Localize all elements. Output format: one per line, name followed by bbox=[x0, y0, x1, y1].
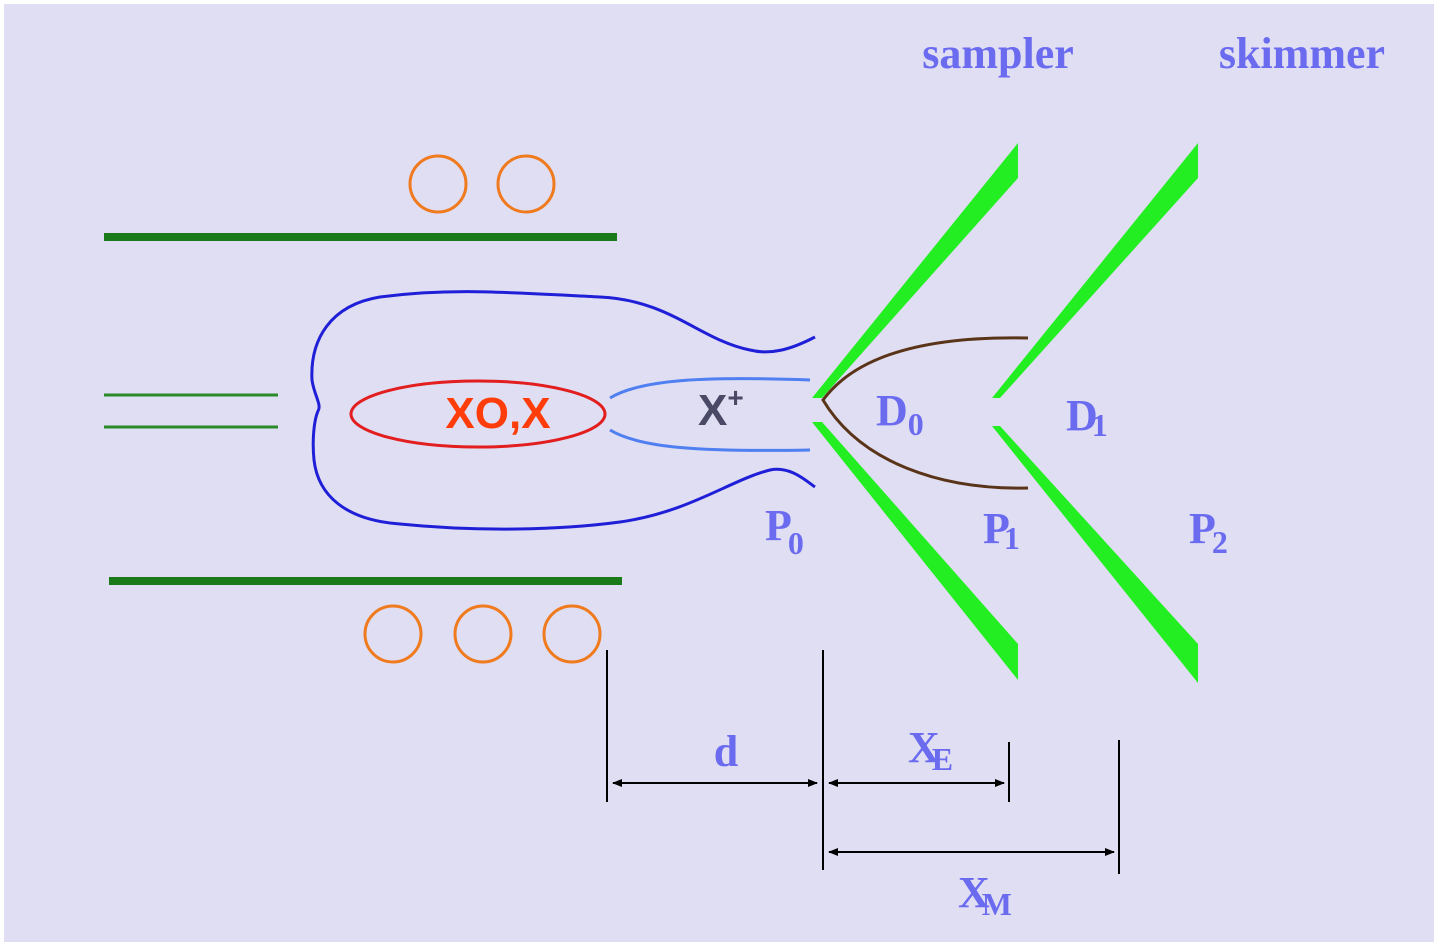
central-channel bbox=[349, 379, 607, 449]
sampler-cone-upper bbox=[812, 143, 1018, 398]
expansion-boundary bbox=[821, 336, 1029, 490]
skimmer-cone-upper bbox=[992, 143, 1198, 398]
load-coil-circle bbox=[408, 154, 468, 214]
d1-label: D1 bbox=[1066, 391, 1108, 443]
load-coil-circle bbox=[496, 154, 556, 214]
sampler-label: sampler bbox=[922, 29, 1074, 78]
sampler-cone-lower bbox=[812, 422, 1018, 680]
ion-channel-bottom bbox=[609, 428, 811, 452]
species-label: XO,X bbox=[445, 389, 550, 438]
plasma-outline bbox=[310, 290, 816, 531]
load-coil-circle bbox=[453, 604, 513, 664]
p0-label: P0 bbox=[765, 501, 804, 561]
p1-label: P1 bbox=[983, 504, 1020, 556]
load-coil-circle bbox=[363, 604, 423, 664]
p2-label: P2 bbox=[1189, 504, 1228, 560]
d-label: d bbox=[714, 727, 738, 776]
xm-label: XM bbox=[958, 868, 1012, 922]
skimmer-label: skimmer bbox=[1219, 29, 1385, 78]
d0-label: D0 bbox=[876, 386, 924, 442]
ion-channel-top bbox=[609, 377, 811, 400]
xe-label: XE bbox=[908, 723, 953, 777]
load-coil-circle bbox=[542, 604, 602, 664]
skimmer-cone-lower bbox=[992, 426, 1198, 683]
ion-label: X+ bbox=[698, 382, 744, 435]
